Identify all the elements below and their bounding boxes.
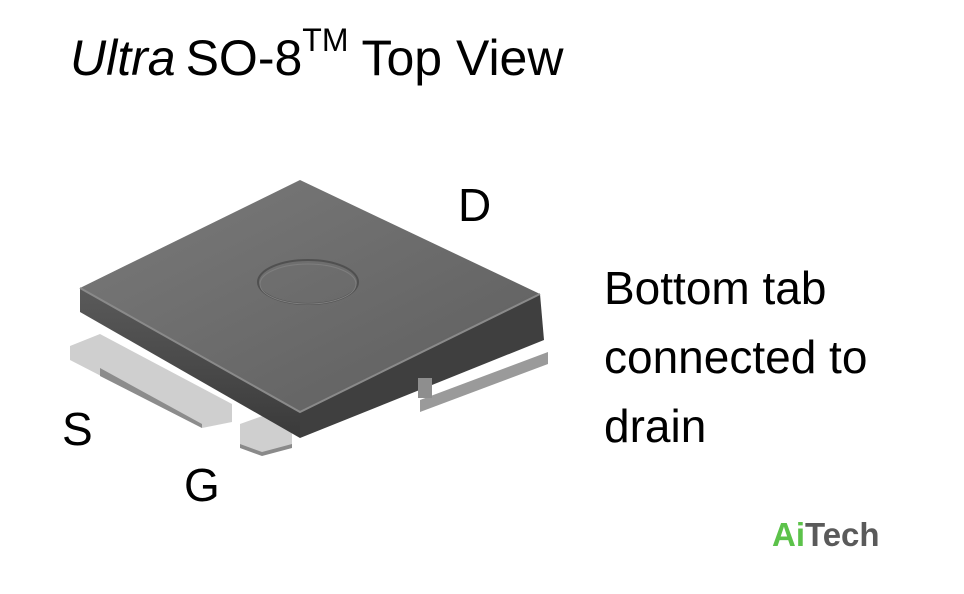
package-right-face [300, 294, 544, 438]
title-main: SO-8 [185, 30, 303, 86]
pin-label-drain: D [458, 179, 492, 231]
pin-label-gate: G [184, 459, 220, 511]
brand-logo-ai: Ai [772, 516, 805, 553]
source-lead-shadow [100, 368, 202, 428]
gate-lead-shadow [240, 444, 292, 456]
brand-logo: AiTech [772, 514, 880, 556]
tab-note-line-2: connected to [604, 331, 868, 383]
brand-logo-tech: Tech [805, 516, 880, 553]
package-top-bevel [79, 287, 541, 414]
title-italic: Ultra [70, 30, 176, 86]
package-top-face [80, 180, 540, 412]
tab-note: Bottom tab connected to drain [604, 254, 867, 461]
pin1-dimple-highlight [259, 263, 357, 305]
package-notch [418, 378, 432, 398]
title-trademark: TM [302, 22, 349, 59]
package-front-face [80, 288, 300, 438]
tab-note-line-3: drain [604, 400, 707, 452]
tab-note-line-1: Bottom tab [604, 262, 827, 314]
pin-label-source: S [62, 403, 93, 455]
source-lead [70, 334, 232, 428]
title-suffix: Top View [361, 30, 564, 86]
drain-tab-edge [420, 352, 548, 412]
